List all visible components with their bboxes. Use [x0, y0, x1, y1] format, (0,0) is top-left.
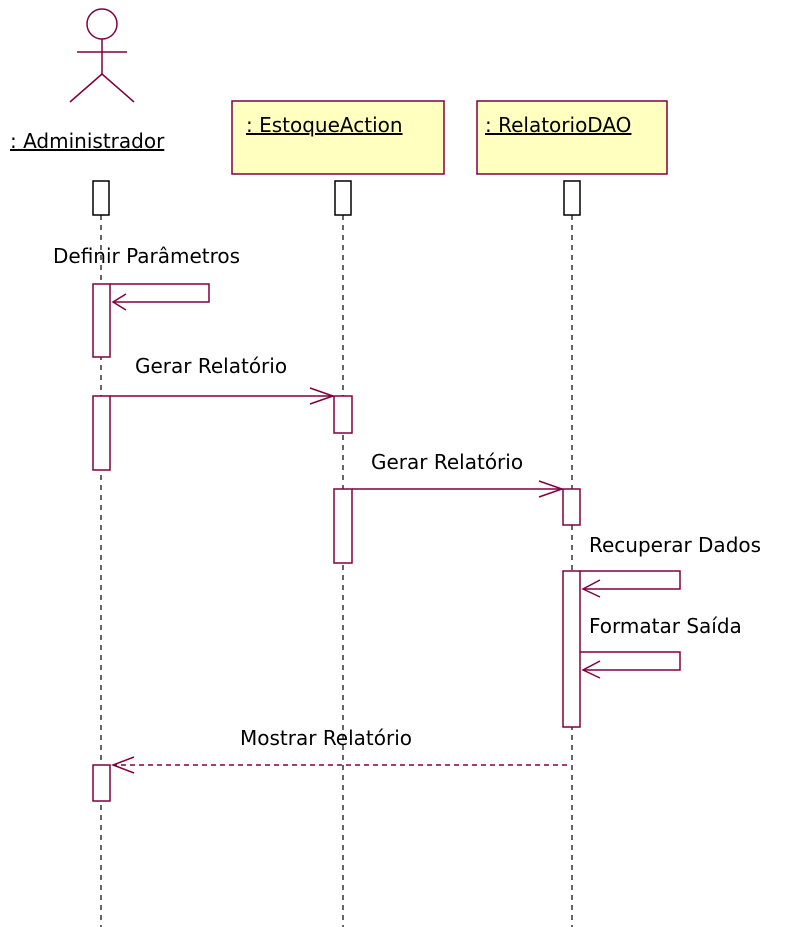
object-box-estoqueaction[interactable] — [231, 100, 445, 175]
message-label: Definir Parâmetros — [53, 244, 240, 268]
activation-bar — [333, 395, 353, 434]
lifeline-head-estoqueaction — [334, 180, 352, 216]
message-gerar-relatorio-1 — [110, 387, 336, 405]
message-definir-parametros — [110, 283, 210, 311]
object-label-relatoriodao: : RelatorioDAO — [485, 113, 631, 137]
actor-stick-figure-icon — [69, 8, 135, 103]
object-label-estoqueaction: : EstoqueAction — [246, 113, 403, 137]
activation-bar — [92, 764, 111, 802]
message-recuperar-dados — [580, 570, 681, 598]
activation-bar — [92, 283, 111, 358]
activation-bar — [333, 488, 353, 564]
message-gerar-relatorio-2 — [352, 480, 565, 498]
message-mostrar-relatorio — [110, 756, 567, 774]
lifeline-head-relatoriodao — [563, 180, 581, 216]
message-formatar-saida — [580, 651, 681, 679]
object-box-relatoriodao[interactable] — [476, 100, 668, 175]
message-label: Mostrar Relatório — [240, 726, 412, 750]
actor-label: : Administrador — [10, 129, 165, 153]
message-label: Gerar Relatório — [135, 354, 287, 378]
lifeline-head-administrador — [92, 180, 110, 216]
message-label: Formatar Saída — [589, 614, 742, 638]
message-label: Gerar Relatório — [371, 450, 523, 474]
activation-bar — [92, 395, 111, 471]
message-label: Recuperar Dados — [589, 533, 761, 557]
activation-bar — [562, 570, 581, 728]
activation-bar — [562, 488, 581, 526]
